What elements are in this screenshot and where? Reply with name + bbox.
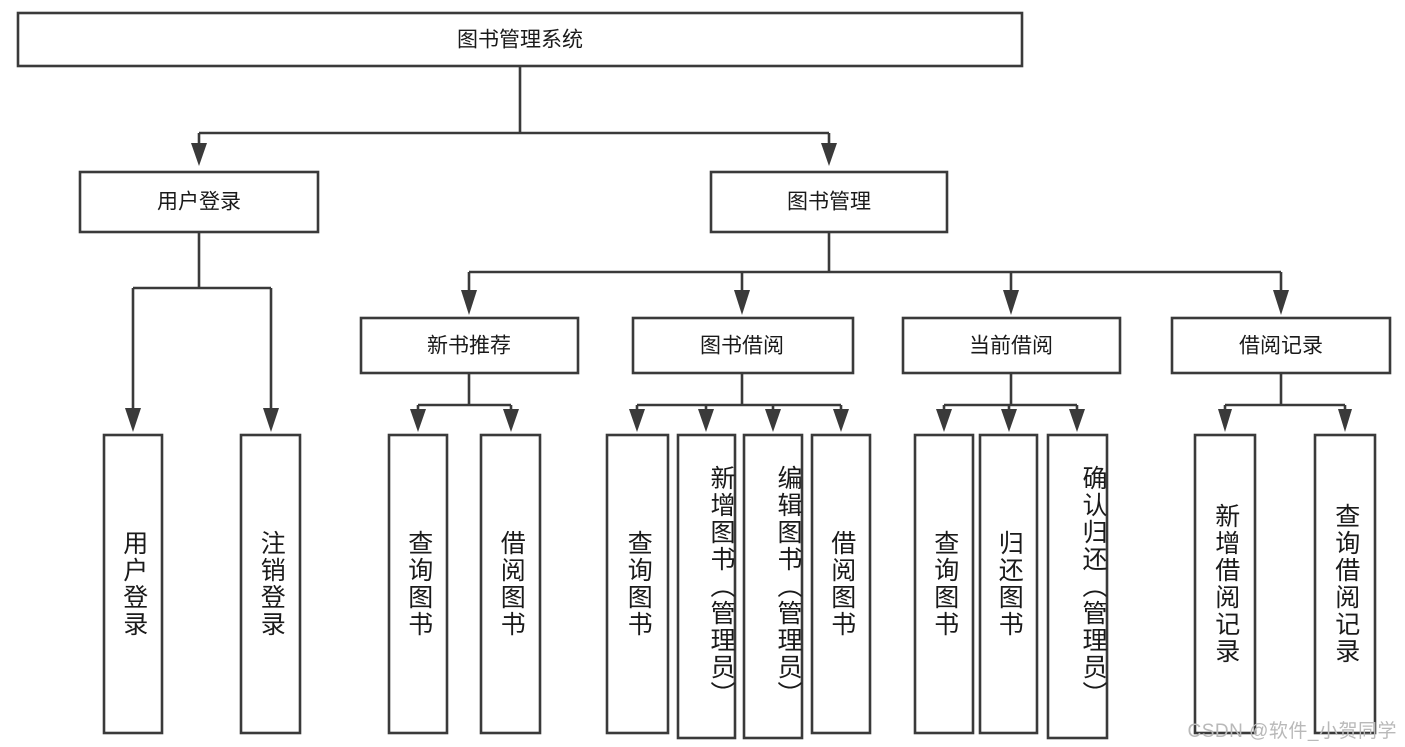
arrowhead-leaf-return-book: [1001, 409, 1017, 432]
borrow-record-label: 借阅记录: [1239, 335, 1323, 358]
connector-layer: [125, 66, 1352, 432]
arrowhead-leaf-query-book-3: [936, 409, 952, 432]
root-label: 图书管理系统: [457, 29, 583, 52]
node-root-box[interactable]: [16, 11, 1024, 68]
node-book-borrow-box[interactable]: [631, 316, 855, 375]
arrowhead-leaf-borrow-book-1: [503, 409, 519, 432]
new-book-recommend-label: 新书推荐: [427, 335, 511, 358]
arrowhead-leaf-edit-book: [765, 409, 781, 432]
arrowhead-leaf-add-book: [698, 409, 714, 432]
node-leaf-query-book-2-box[interactable]: [605, 433, 670, 735]
node-layer: [16, 11, 1392, 740]
arrowhead-leaf-borrow-book-2: [833, 409, 849, 432]
node-leaf-query-book-1-box[interactable]: [387, 433, 449, 735]
arrowhead-leaf-query-book-1: [410, 409, 426, 432]
node-new-book-recommend-box[interactable]: [359, 316, 580, 375]
node-leaf-confirm-return-box[interactable]: [1046, 433, 1109, 740]
arrowhead-leaf-confirm-return: [1069, 409, 1085, 432]
book-manage-label: 图书管理: [787, 191, 871, 214]
node-leaf-query-record-box[interactable]: [1313, 433, 1377, 735]
node-current-borrow-box[interactable]: [901, 316, 1122, 375]
node-leaf-return-book-box[interactable]: [978, 433, 1039, 735]
book-borrow-label: 图书借阅: [700, 335, 784, 358]
node-leaf-borrow-book-1-box[interactable]: [479, 433, 542, 735]
arrowhead-leaf-query-book-2: [629, 409, 645, 432]
node-book-manage-box[interactable]: [709, 170, 949, 234]
user-login-label: 用户登录: [157, 191, 241, 214]
node-leaf-edit-book-box[interactable]: [742, 433, 804, 740]
node-leaf-user-login-box[interactable]: [102, 433, 164, 735]
arrowhead-leaf-add-record: [1218, 409, 1232, 432]
node-leaf-query-book-3-box[interactable]: [913, 433, 975, 735]
horizontal-label-layer: 图书管理系统 用户登录 图书管理 新书推荐 图书借阅 当前借阅 借阅记录: [157, 29, 1323, 358]
arrowhead-book-manage: [821, 143, 837, 166]
node-leaf-logout-login-box[interactable]: [239, 433, 302, 735]
arrowhead-leaf-query-record: [1338, 409, 1352, 432]
node-leaf-borrow-book-2-box[interactable]: [810, 433, 872, 735]
arrowhead-borrow-record: [1273, 290, 1289, 315]
watermark-text: CSDN @软件_小贺同学: [1187, 721, 1397, 742]
node-leaf-add-record-box[interactable]: [1193, 433, 1257, 735]
arrowhead-new-book-recommend: [461, 290, 477, 315]
arrowhead-current-borrow: [1003, 290, 1019, 315]
arrowhead-user-login: [191, 143, 207, 166]
current-borrow-label: 当前借阅: [969, 335, 1053, 358]
arrowhead-book-borrow: [734, 290, 750, 315]
node-user-login-box[interactable]: [78, 170, 320, 234]
arrowhead-leaf-logout-login: [263, 408, 279, 432]
node-leaf-add-book-box[interactable]: [676, 433, 737, 740]
node-borrow-record-box[interactable]: [1170, 316, 1392, 375]
arrowhead-leaf-user-login: [125, 408, 141, 432]
